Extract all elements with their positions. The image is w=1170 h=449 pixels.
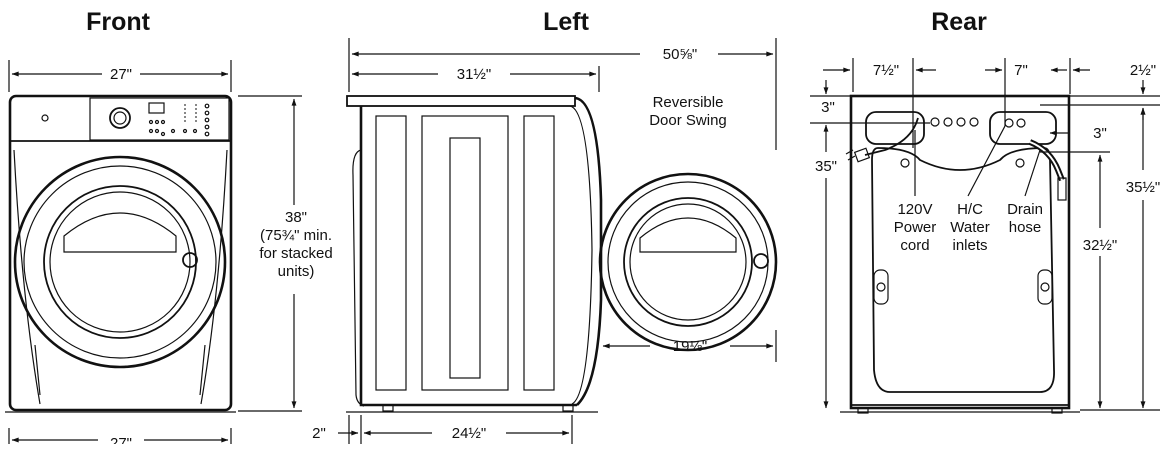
front-door	[13, 155, 227, 369]
hot-inlet-icon	[1004, 118, 1014, 128]
open-depth-label: 50⅝"	[663, 46, 698, 63]
left-view: 50⅝" 31½" Reversible Door Swing 19⅛"	[312, 38, 778, 444]
drain-hose-label: Drain	[1007, 201, 1043, 218]
overall-height-label: 35½"	[1126, 179, 1161, 196]
side-panel-3	[523, 115, 555, 391]
open-door	[598, 172, 778, 352]
rear-tub-outline	[871, 147, 1055, 393]
power-button-icon	[41, 114, 49, 122]
front-bottom-width-label: 27"	[110, 435, 132, 444]
side-panel-1	[375, 115, 407, 391]
top-inlet-offset-label: 3"	[821, 99, 835, 116]
rear-cabinet	[849, 94, 1071, 410]
side-panel-2-inset	[449, 137, 481, 379]
depth-label: 31½"	[457, 66, 492, 83]
left-inlet-offset-label: 7½"	[873, 62, 899, 79]
power-cord	[864, 117, 919, 156]
control-knob-icon	[109, 107, 131, 129]
control-panel	[89, 97, 230, 141]
rear-view-title: Rear	[931, 8, 987, 36]
door-clearance-label: 19⅛"	[673, 338, 708, 355]
power-cord-label-line3: cord	[900, 237, 929, 254]
power-cord-recess	[865, 111, 925, 145]
water-inlets-label: H/C	[957, 201, 983, 218]
stacked-height-note-line2: for stacked	[259, 245, 332, 262]
right-inlet-offset-label: 7"	[1014, 62, 1028, 79]
left-view-title: Left	[543, 8, 590, 36]
cold-inlet-icon	[1016, 118, 1026, 128]
front-height-label: 38"	[285, 209, 307, 226]
front-view: 27"	[5, 60, 333, 449]
front-cabinet	[8, 94, 233, 412]
front-view-title: Front	[86, 8, 151, 36]
open-door-handle-icon	[753, 253, 769, 269]
top-right-offset-label: 2½"	[1130, 62, 1156, 79]
rear-height-label: 35"	[815, 158, 837, 175]
door-swing-label: Reversible	[653, 94, 724, 111]
drain-hose-label-line2: hose	[1009, 219, 1042, 236]
water-inlets-label-line3: inlets	[952, 237, 987, 254]
drain-height-label: 32½"	[1083, 237, 1118, 254]
stacked-height-note-line3: units)	[278, 263, 315, 280]
display-screen	[148, 102, 165, 114]
power-cord-label: 120V	[897, 201, 932, 218]
side-top	[346, 95, 576, 107]
rear-view: 7½" 7" 2½" 3"	[810, 58, 1161, 414]
inlet-recess	[989, 111, 1057, 145]
door-swing-label-line2: Door Swing	[649, 112, 727, 129]
water-inlets-label-line2: Water	[950, 219, 989, 236]
foot-depth-label: 24½"	[452, 425, 487, 442]
bottom-offset-label: 2"	[312, 425, 326, 442]
power-cord-label-line2: Power	[894, 219, 937, 236]
side-panel-2	[421, 115, 509, 391]
front-width-label: 27"	[110, 66, 132, 83]
stacked-height-note: (75¾" min.	[260, 227, 332, 244]
drain-offset-label: 3"	[1093, 125, 1107, 142]
door-handle-icon	[182, 252, 198, 268]
